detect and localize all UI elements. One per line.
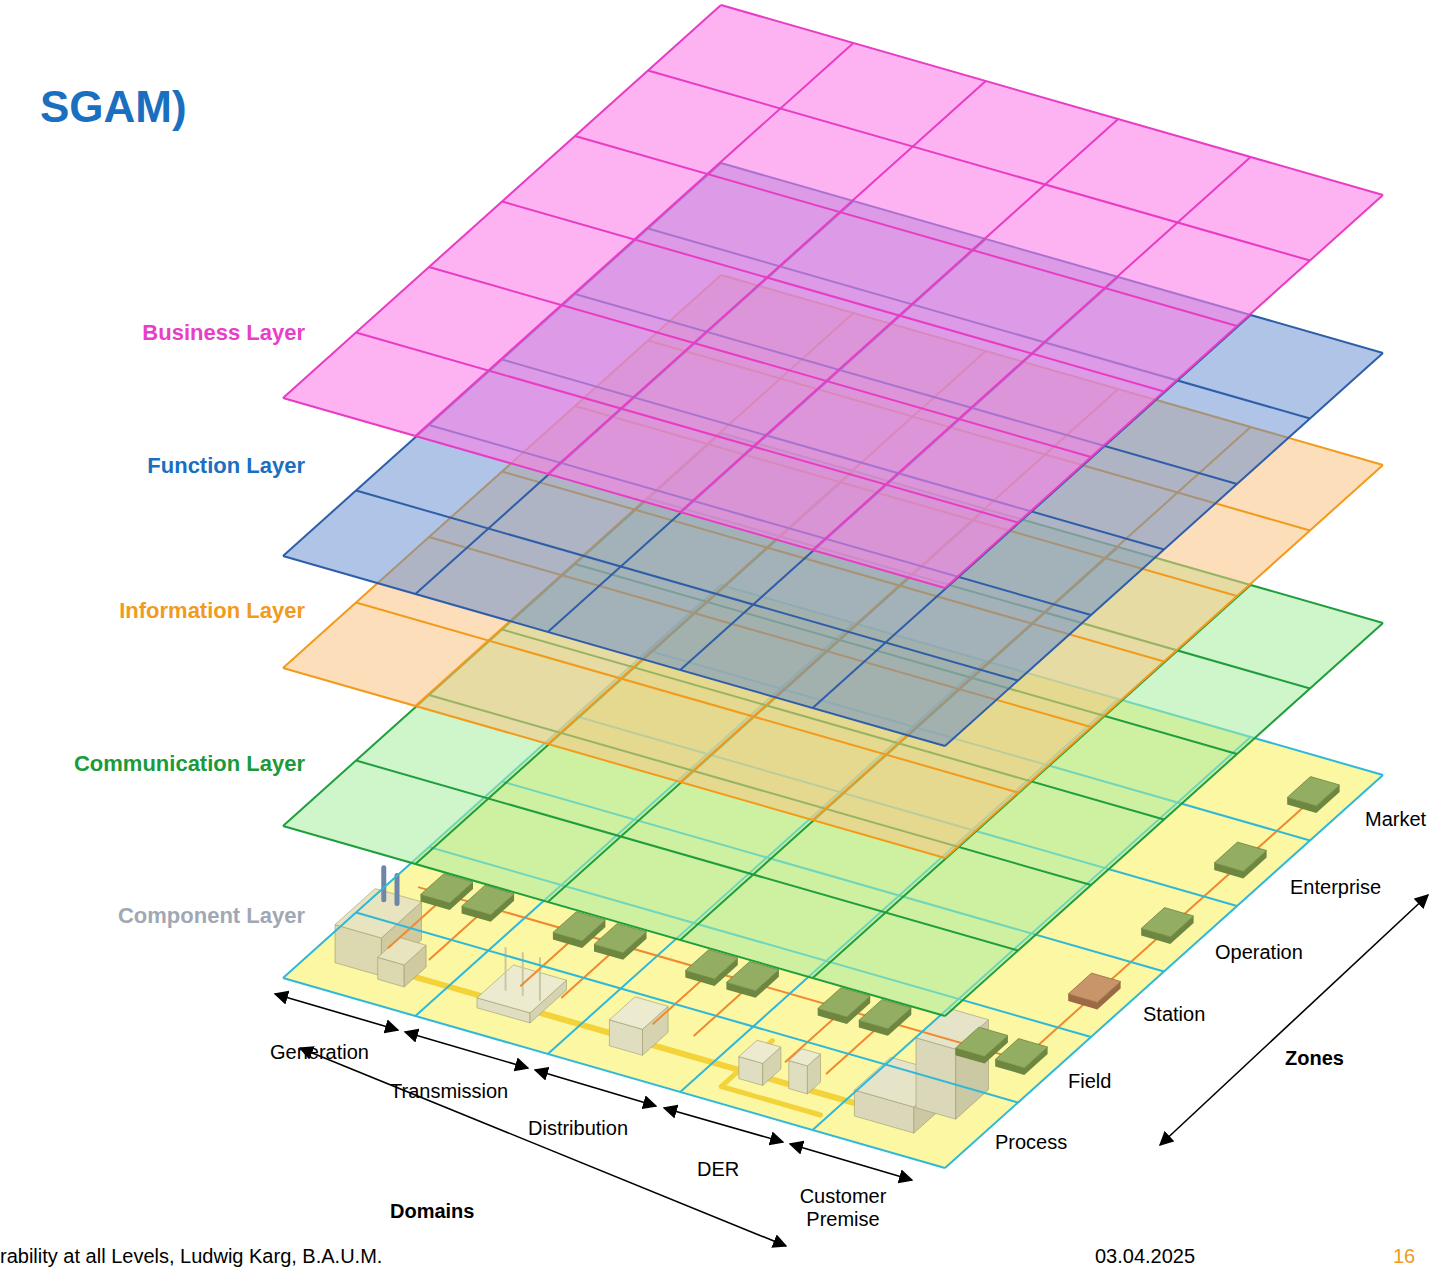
grid-line <box>356 333 1018 523</box>
building-roof <box>789 1049 821 1066</box>
grid-line <box>283 556 945 746</box>
axis-label: Zones <box>1285 1047 1344 1070</box>
footer-date: 03.04.2025 <box>1095 1245 1195 1268</box>
grid-line <box>429 267 1091 457</box>
device-tile <box>1287 777 1339 806</box>
domain-label: Customer Premise <box>778 1185 908 1231</box>
chimney <box>395 876 400 904</box>
layer-label: Information Layer <box>119 598 305 623</box>
building-roof <box>378 938 426 965</box>
device-tile <box>1214 842 1266 871</box>
grid-line <box>721 5 1383 195</box>
device-tile <box>995 1039 1047 1068</box>
power-line <box>342 956 898 1116</box>
business-layer-fill <box>283 5 1383 588</box>
grid-line <box>283 826 945 1016</box>
domain-label: Generation <box>270 1041 369 1064</box>
slide-title: SGAM) <box>40 82 187 133</box>
layer-label: Component Layer <box>118 903 305 928</box>
layer-label: Business Layer <box>142 320 305 345</box>
building-roof <box>739 1040 781 1063</box>
footer-text: rability at all Levels, Ludwig Karg, B.A… <box>0 1245 382 1268</box>
zone-label: Operation <box>1215 941 1303 964</box>
grid-line <box>283 398 945 588</box>
dimension-arrows <box>275 895 1428 1246</box>
grid-line <box>502 202 1164 392</box>
grid-line <box>648 71 1310 261</box>
layer-label: Communication Layer <box>74 751 305 776</box>
domain-label: DER <box>697 1158 739 1181</box>
zone-label: Market <box>1365 808 1426 831</box>
device-tile <box>955 1027 1008 1056</box>
zone-label: Field <box>1068 1070 1111 1093</box>
building-face <box>789 1061 808 1094</box>
device-tile <box>1068 973 1120 1002</box>
zone-label: Station <box>1143 1003 1205 1026</box>
layer-label: Function Layer <box>147 453 305 478</box>
axis-label: Domains <box>390 1200 474 1223</box>
grid-line <box>283 978 945 1168</box>
device-tile <box>1141 908 1193 937</box>
page-number: 16 <box>1393 1245 1415 1268</box>
zone-label: Enterprise <box>1290 876 1381 899</box>
building-roof <box>609 997 668 1030</box>
chimney <box>381 868 386 900</box>
zone-label: Process <box>995 1131 1067 1154</box>
building-roof <box>477 965 567 1013</box>
domain-label: Transmission <box>390 1080 508 1103</box>
grid-line <box>575 136 1237 326</box>
business-layer <box>283 5 1383 588</box>
domain-label: Distribution <box>528 1117 628 1140</box>
